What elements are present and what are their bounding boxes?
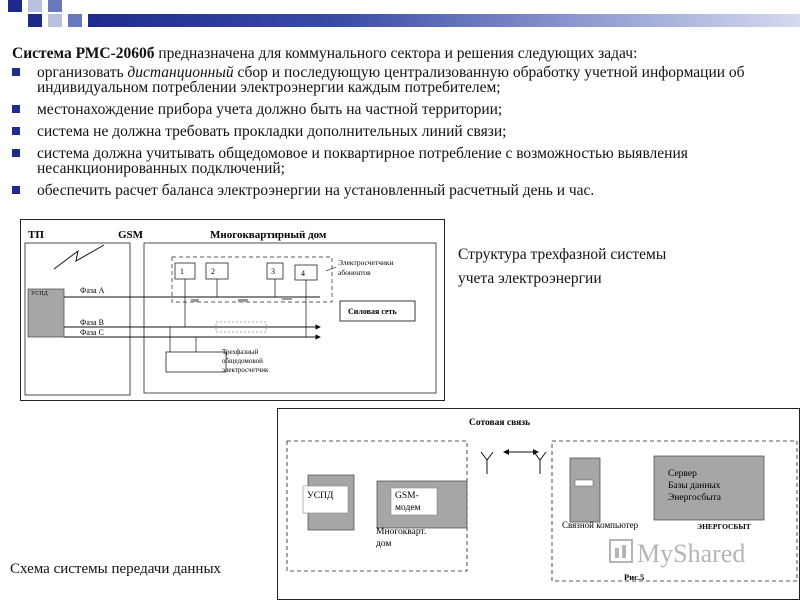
phase-c-label: Фаза С — [80, 328, 104, 337]
meter-box — [266, 262, 284, 280]
three-phase-structure-diagram: ТП GSM Многоквартирный дом УСПД Фаза А Ф… — [20, 219, 445, 401]
server-label: Сервер — [668, 469, 697, 479]
intro-text: Система РМС-2060б предназначена для комм… — [12, 45, 637, 63]
energosbyt-dashed-frame — [551, 440, 798, 582]
phase-a-label: Фаза А — [80, 286, 105, 295]
list-item: обеспечить расчет баланса электроэнергии… — [12, 183, 792, 198]
antenna-icon — [533, 451, 547, 474]
deco-square — [48, 0, 62, 12]
emphasis: дистанционный — [127, 64, 234, 81]
transmission-caption: Схема системы передачи данных — [10, 561, 222, 577]
bullet-square-icon — [12, 186, 20, 194]
meter-box — [174, 262, 196, 280]
meter-number: 2 — [211, 267, 215, 276]
svg-text:Базы данных: Базы данных — [668, 481, 721, 491]
subscriber-meters-label: Электросчетчики — [338, 258, 394, 267]
tp-box — [24, 242, 131, 396]
svg-text:модем: модем — [395, 503, 421, 513]
deco-square — [68, 14, 82, 27]
data-transmission-diagram: Сотовая связь УСПД GSM- модем Многокварт… — [277, 408, 800, 600]
caption-line: Структура трехфазной системы — [458, 246, 667, 263]
figure-number: Рис.5 — [624, 572, 644, 582]
structure-caption: Структура трехфазной системы учета элект… — [458, 243, 758, 291]
uspd-label: УСПД — [307, 491, 334, 501]
phase-b-label: Фаза В — [80, 318, 104, 327]
house-box — [143, 242, 437, 394]
cellular-label: Сотовая связь — [469, 418, 530, 428]
antenna-icon — [480, 451, 494, 474]
intro-rest: предназначена для коммунального сектора … — [154, 45, 638, 62]
bullet-square-icon — [12, 149, 20, 157]
gsm-label: GSM — [118, 229, 144, 241]
svg-text:абонентов: абонентов — [338, 268, 371, 277]
meter-number: 4 — [301, 269, 305, 278]
meter-number: 3 — [271, 267, 275, 276]
deco-gradient-band — [88, 14, 800, 27]
bullet-square-icon — [12, 68, 20, 76]
svg-text:MyShared: MyShared — [637, 539, 745, 568]
building-label: Многокварт. — [376, 527, 426, 537]
deco-square — [48, 14, 62, 27]
common-meter-box — [165, 351, 227, 373]
uspd-block — [27, 288, 65, 338]
uspd-label: УСПД — [31, 291, 48, 297]
deco-square — [8, 0, 22, 12]
list-item: система должна учитывать общедомовое и п… — [12, 146, 792, 176]
energosbyt-label: ЭНЕРГОСБЫТ — [697, 522, 751, 531]
system-name: Система РМС-2060б — [12, 45, 155, 62]
svg-text:электросчетчик: электросчетчик — [222, 366, 269, 374]
server-block — [653, 455, 765, 521]
bullet-square-icon — [12, 105, 20, 113]
meter-box — [294, 264, 318, 281]
watermark-logo: MyShared — [609, 539, 745, 568]
common-meter-label: Трехфазный — [222, 348, 259, 356]
caption-line: учета электроэнергии — [458, 270, 602, 287]
power-net-label: Силовая сеть — [348, 307, 397, 316]
gsm-signal-icon — [53, 244, 105, 270]
svg-text:дом: дом — [376, 539, 391, 549]
house-label: Многоквартирный дом — [210, 229, 327, 241]
deco-square — [28, 14, 42, 27]
meter-box — [205, 262, 229, 280]
svg-text:общедомовой: общедомовой — [222, 357, 263, 365]
header-decoration — [0, 0, 800, 30]
svg-text:Энергосбыта: Энергосбыта — [668, 492, 722, 503]
gsm-modem-label: GSM- — [395, 491, 419, 501]
deco-square — [28, 0, 42, 12]
list-item: местонахождение прибора учета должно быт… — [12, 102, 792, 117]
link-computer-label: Связной компьютер — [562, 520, 639, 530]
task-list: организовать дистанционный сбор и послед… — [12, 65, 792, 205]
link-computer-block — [569, 457, 601, 523]
list-item: организовать дистанционный сбор и послед… — [12, 65, 792, 95]
tp-label: ТП — [28, 229, 44, 241]
meter-number: 1 — [180, 267, 184, 276]
power-net-box — [339, 300, 416, 322]
list-item: система не должна требовать прокладки до… — [12, 124, 792, 139]
bullet-square-icon — [12, 127, 20, 135]
